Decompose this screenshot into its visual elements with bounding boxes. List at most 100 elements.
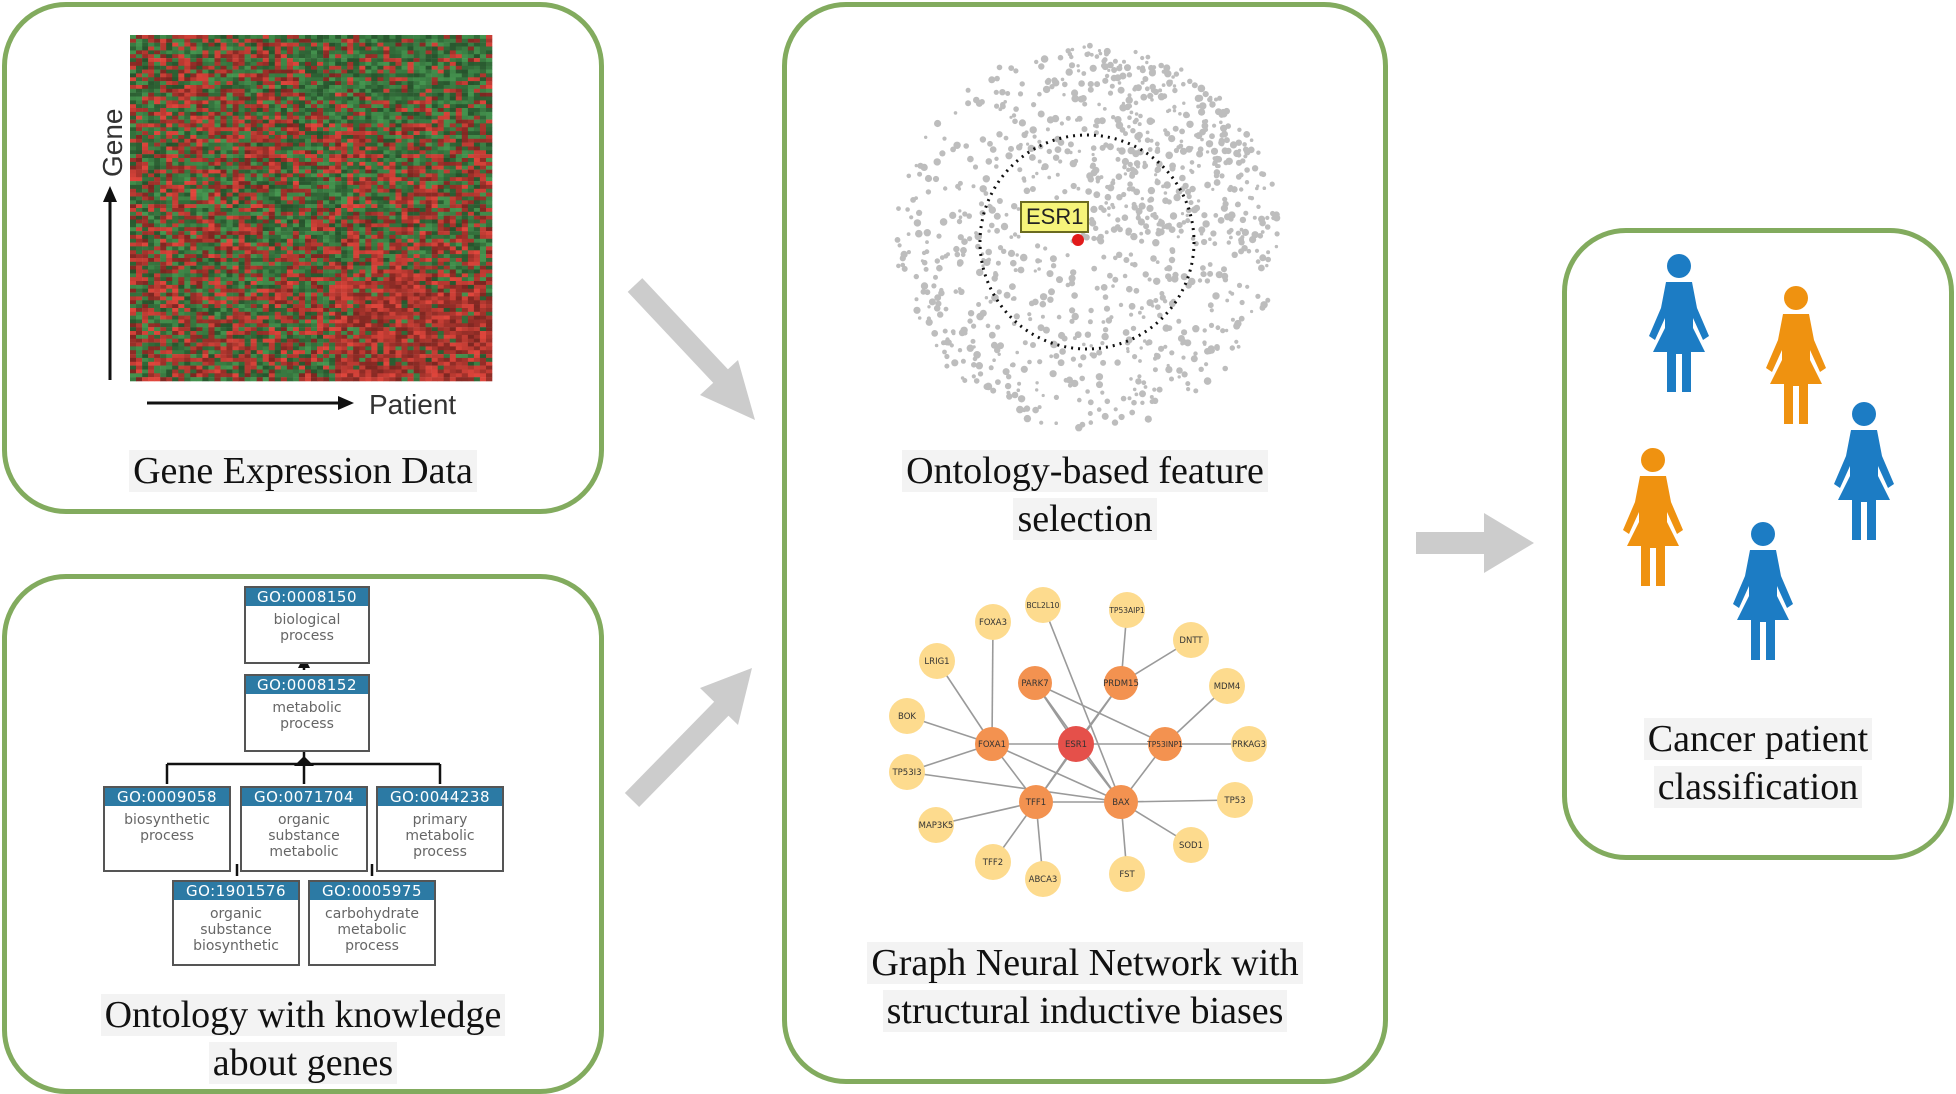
gnn-caption: Graph Neural Network with structural ind… (787, 939, 1383, 1035)
patient-icon-blue-2 (1834, 402, 1894, 540)
gnn-node: MDM4 (1209, 668, 1245, 704)
gnn-node: BOK (889, 698, 925, 734)
arrow-to-classification (1416, 513, 1534, 573)
gnn-node: MAP3K5 (918, 807, 954, 843)
caption-text: Gene Expression Data (129, 450, 477, 492)
gnn-node-label: SOD1 (1179, 841, 1203, 851)
gnn-node-label: LRIG1 (924, 657, 949, 667)
heatmap-figure (2, 2, 604, 514)
gnn-node: ESR1 (1058, 726, 1094, 762)
gnn-node: BCL2L10 (1025, 587, 1061, 623)
go-term-label-line: process (105, 828, 229, 844)
gnn-node-label: PRDM15 (1103, 679, 1139, 689)
caption-line-2: about genes (209, 1042, 397, 1084)
gnn-node-label: BCL2L10 (1027, 601, 1060, 610)
gene-expression-panel: Gene Patient Gene Expression Data (2, 2, 604, 514)
caption-line-2: structural inductive biases (883, 990, 1288, 1032)
model-panel: ESR1 Ontology-based feature selection BC… (782, 2, 1388, 1084)
gnn-node-label: PRKAG3 (1232, 740, 1266, 750)
arrow-from-gene-expression (635, 285, 755, 420)
gnn-edge (992, 622, 993, 744)
go-term-label-line: process (378, 844, 502, 860)
gnn-node-label: ESR1 (1065, 740, 1087, 750)
go-term-id: GO:0008152 (246, 676, 368, 694)
caption-line-1: Ontology-based feature (902, 450, 1268, 492)
gnn-node-label: FST (1119, 870, 1135, 880)
gnn-node: TP53AIP1 (1108, 592, 1145, 628)
gnn-node: SOD1 (1173, 827, 1209, 863)
go-term-label-line: metabolic (378, 828, 502, 844)
go-term-label-line: organic (174, 906, 298, 922)
gnn-node-label: BAX (1112, 798, 1130, 808)
caption-line-2: selection (1013, 498, 1156, 540)
gnn-node-label: FOXA1 (978, 740, 1006, 750)
gnn-node-label: BOK (898, 712, 916, 722)
go-term-label-line: process (246, 716, 368, 732)
caption-line-1: Cancer patient (1644, 718, 1873, 760)
patient-axis-arrowhead (338, 396, 354, 410)
caption-line-2: classification (1654, 766, 1862, 808)
go-term-id: GO:0009058 (105, 788, 229, 806)
gnn-node-label: MAP3K5 (919, 821, 954, 831)
gnn-node-label: TP53INP1 (1146, 740, 1183, 749)
go-term-label-line: metabolic (310, 922, 434, 938)
gnn-node-label: TFF1 (1025, 798, 1046, 808)
go-term-label-line: biosynthetic (105, 812, 229, 828)
go-term-label-line: process (310, 938, 434, 954)
gnn-node: BAX (1104, 785, 1138, 819)
go-term-label-line: substance (242, 828, 366, 844)
go-term-label-line: metabolic (246, 700, 368, 716)
gene-expression-caption: Gene Expression Data (7, 447, 599, 495)
go-term-id: GO:0071704 (242, 788, 366, 806)
heatmap (130, 35, 492, 381)
gnn-node: PRDM15 (1103, 666, 1139, 700)
gnn-node: TP53 (1217, 782, 1253, 818)
gnn-node: DNTT (1173, 622, 1209, 658)
caption-line-1: Graph Neural Network with (867, 942, 1302, 984)
gnn-node: TFF1 (1019, 785, 1053, 819)
go-term-id: GO:0005975 (310, 882, 434, 900)
gnn-node: FOXA3 (975, 604, 1011, 640)
gnn-node-label: TP53 (1223, 796, 1245, 806)
caption-line-1: Ontology with knowledge (101, 994, 506, 1036)
patients-figure (1562, 228, 1954, 678)
gene-scatter-dots (895, 43, 1281, 432)
classification-caption: Cancer patient classification (1567, 715, 1949, 811)
gnn-node-label: TP53I3 (891, 768, 921, 778)
gnn-node: FST (1109, 856, 1145, 892)
patient-axis-label: Patient (369, 389, 456, 421)
gnn-node: LRIG1 (919, 643, 955, 679)
esr1-highlight-label: ESR1 (1020, 201, 1089, 233)
gnn-node: PRKAG3 (1231, 726, 1267, 762)
patient-icon-blue-1 (1649, 254, 1709, 392)
go-term-id: GO:0044238 (378, 788, 502, 806)
gnn-node-label: FOXA3 (979, 618, 1007, 628)
gene-axis-label: Gene (97, 109, 129, 178)
go-term-id: GO:0008150 (246, 588, 368, 606)
go-term-label-line: biological (246, 612, 368, 628)
gnn-node: ABCA3 (1025, 861, 1061, 897)
gnn-node-label: TP53AIP1 (1108, 606, 1145, 615)
gnn-node: FOXA1 (975, 727, 1009, 761)
go-term-label-line: organic (242, 812, 366, 828)
go-term-label-line: biosynthetic (174, 938, 298, 954)
go-term-id: GO:1901576 (174, 882, 298, 900)
gnn-node-label: DNTT (1179, 636, 1203, 646)
patient-icon-orange-2 (1623, 448, 1683, 586)
patient-icon-blue-3 (1733, 522, 1793, 660)
